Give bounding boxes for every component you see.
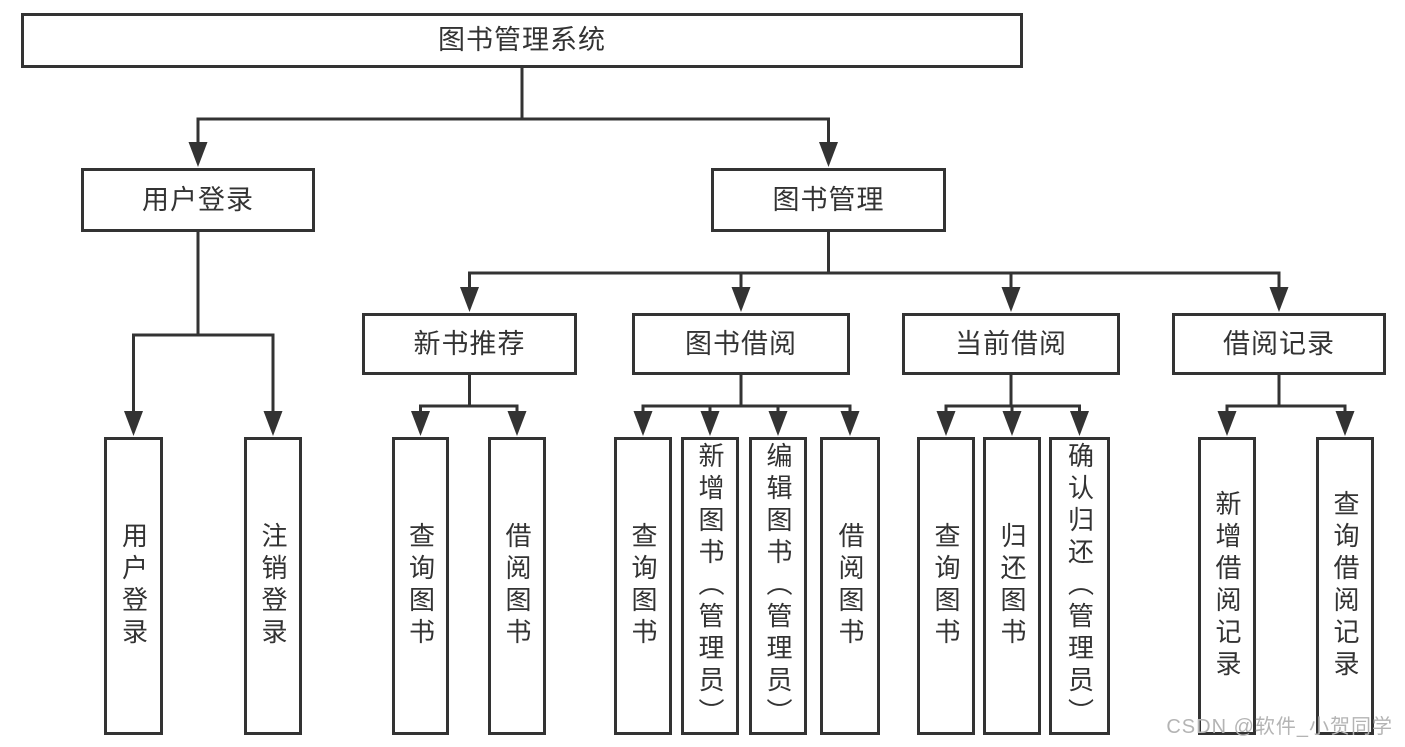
node-user-login: 用户登录 [81,168,315,232]
node-label: 确认归还（管理员） [1064,442,1095,730]
node-label: 新增图书（管理员） [695,442,725,730]
watermark: CSDN @软件_小贺同学 [1166,716,1393,738]
node-label: 新书推荐 [413,328,526,359]
node-new-books: 新书推荐 [362,313,577,375]
node-bb-borrow: 借阅图书 [820,437,880,735]
node-leaf-login: 用户登录 [104,437,163,735]
node-label: 查询图书 [628,522,658,650]
node-borrowing: 图书借阅 [632,313,850,375]
node-br-query: 查询借阅记录 [1316,437,1374,735]
node-current: 当前借阅 [902,313,1120,375]
node-label: 编辑图书（管理员） [763,442,793,730]
node-label: 用户登录 [118,522,149,650]
node-label: 归还图书 [997,522,1027,650]
node-label: 图书管理 [772,184,885,215]
node-br-add: 新增借阅记录 [1198,437,1256,735]
node-label: 借阅图书 [835,522,865,650]
node-label: 借阅图书 [502,522,532,650]
node-bb-add: 新增图书（管理员） [681,437,739,735]
node-label: 注销登录 [258,522,288,650]
node-nb-query: 查询图书 [392,437,449,735]
node-book-mgmt: 图书管理 [711,168,946,232]
node-label: 图书管理系统 [438,25,606,55]
node-label: 查询图书 [931,522,961,650]
node-cb-return: 归还图书 [983,437,1041,735]
node-cb-confirm: 确认归还（管理员） [1049,437,1110,735]
node-bb-query: 查询图书 [614,437,672,735]
node-label: 查询图书 [405,522,436,650]
node-nb-borrow: 借阅图书 [488,437,546,735]
node-bb-edit: 编辑图书（管理员） [749,437,807,735]
node-label: 用户登录 [142,184,254,215]
node-root: 图书管理系统 [21,13,1023,68]
node-cb-query: 查询图书 [917,437,975,735]
node-records: 借阅记录 [1172,313,1386,375]
node-label: 当前借阅 [955,328,1067,359]
node-label: 图书借阅 [685,328,797,359]
node-label: 新增借阅记录 [1212,490,1242,682]
node-label: 查询借阅记录 [1330,490,1360,682]
node-leaf-logout: 注销登录 [244,437,302,735]
node-label: 借阅记录 [1223,328,1335,359]
